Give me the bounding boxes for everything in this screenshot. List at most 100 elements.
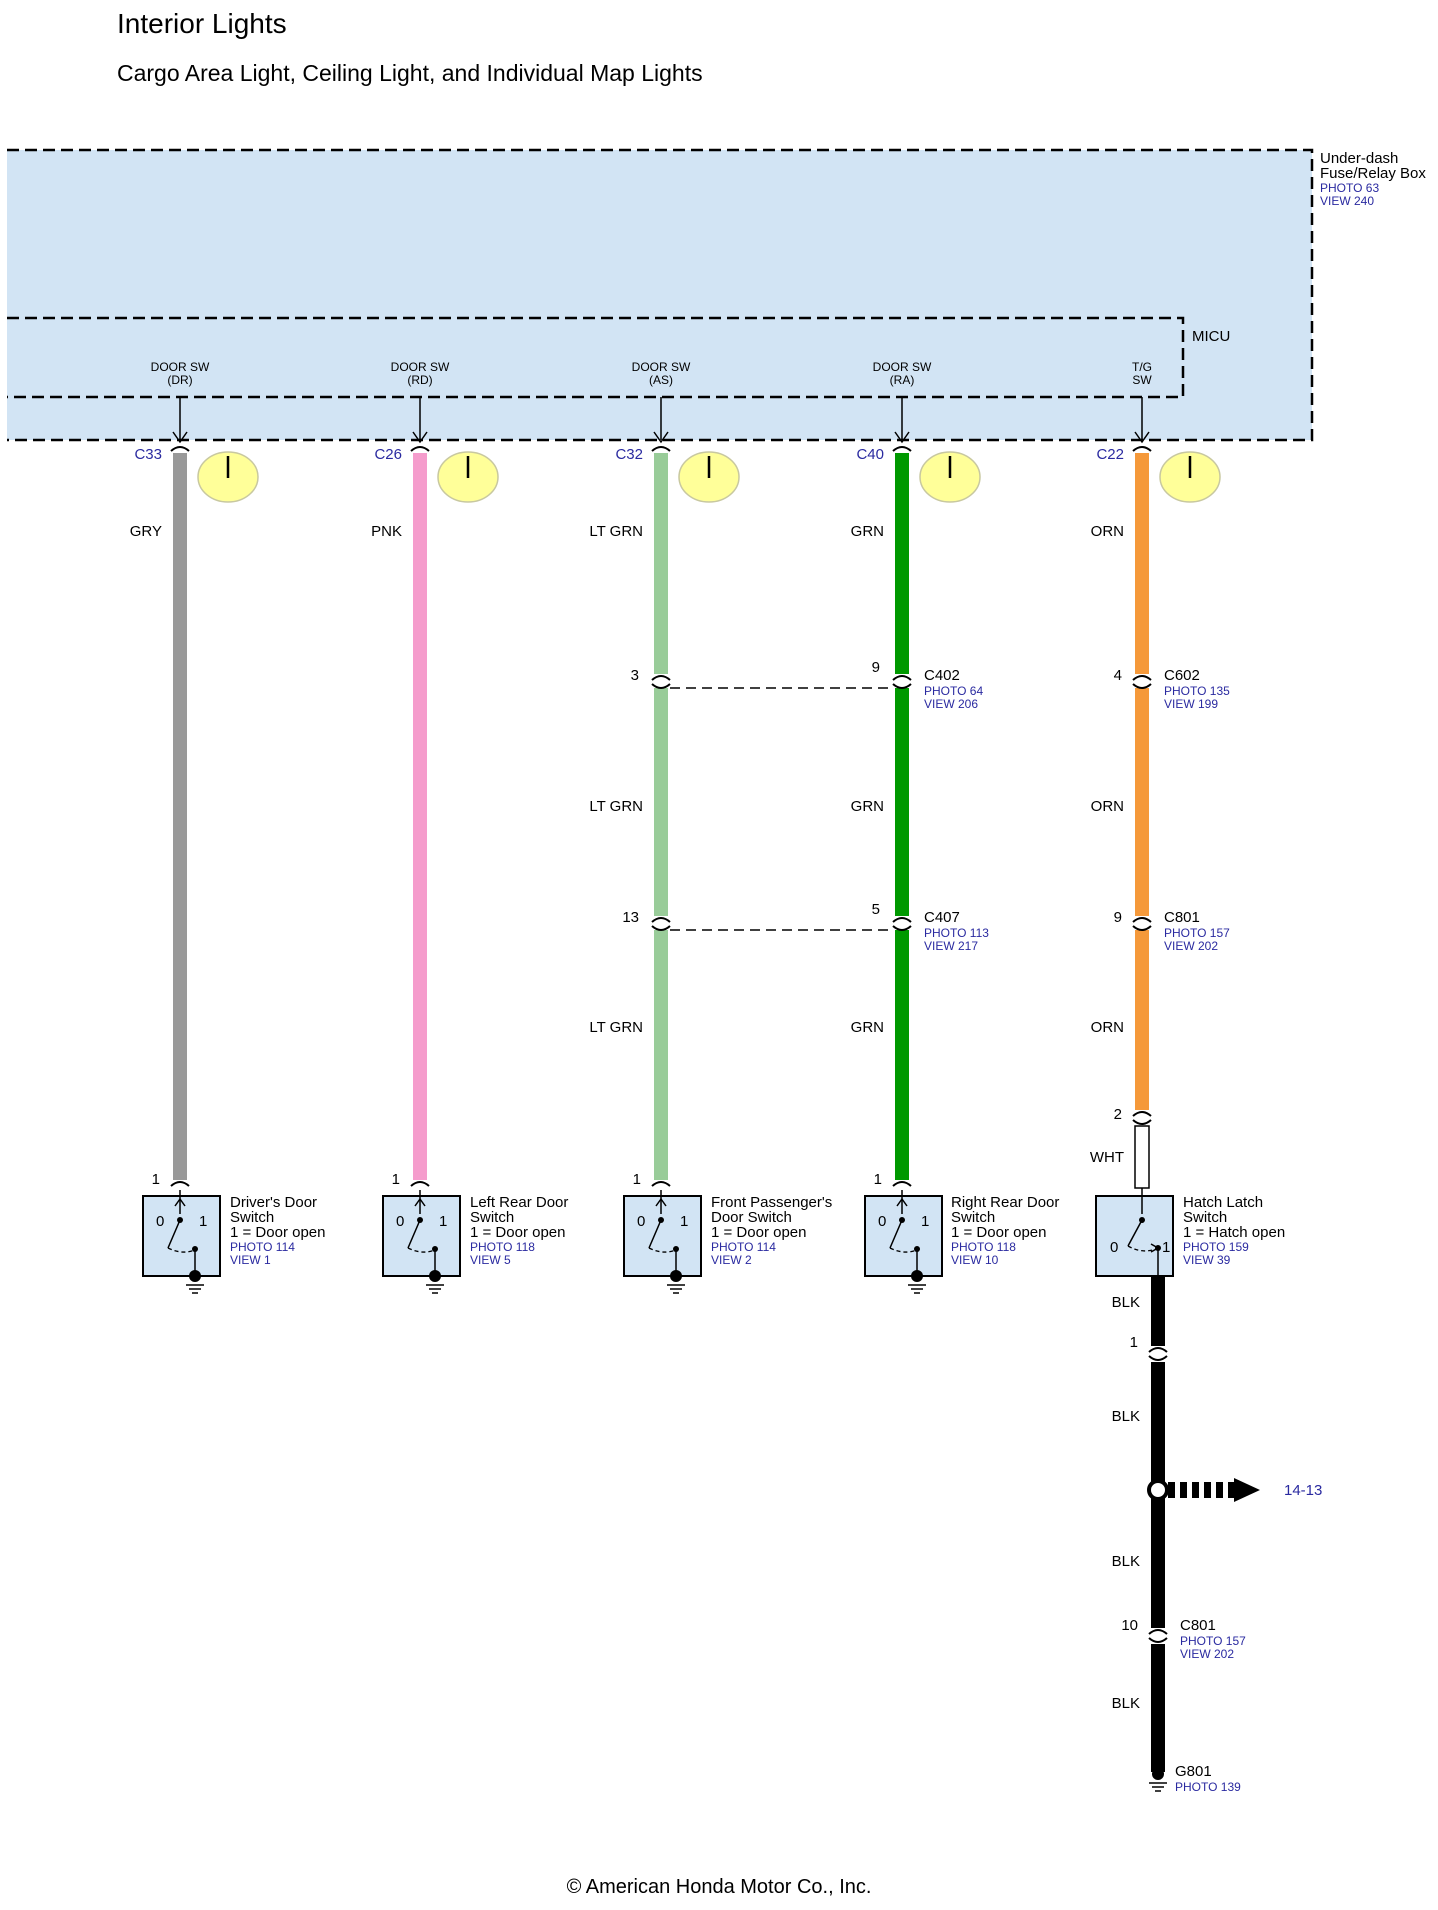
c801-top-mark-top: [1132, 917, 1152, 923]
pin-arrow: [172, 431, 188, 444]
c407-mark-bottom: [651, 925, 671, 931]
circuit-right-rear-door: DOOR SW (RA) C40 GRN GRN GRN 9 C402 PHOT…: [851, 360, 1059, 1294]
micu-label: MICU: [1192, 328, 1230, 345]
copyright-footer: © American Honda Motor Co., Inc.: [566, 1876, 872, 1898]
switch-name-line1: Right Rear Door: [951, 1194, 1059, 1211]
fuse-box-label-line2: Fuse/Relay Box: [1320, 165, 1426, 182]
c407-pin: 5: [872, 901, 880, 918]
switch-state: 1 = Door open: [711, 1224, 807, 1241]
connector-mark: [170, 446, 190, 452]
switch-pos-0: 0: [156, 1213, 164, 1230]
ground-dot: [670, 1270, 682, 1282]
switch-view-ref: VIEW 5: [470, 1253, 511, 1267]
switch-view-ref: VIEW 2: [711, 1253, 752, 1267]
pin-label-line1: DOOR SW: [151, 360, 210, 374]
pin2-number: 2: [1114, 1106, 1122, 1123]
wire-blk-label-2: BLK: [1112, 1408, 1140, 1425]
c407-mark-top: [651, 917, 671, 923]
c801-bottom-mark-bottom: [1148, 1637, 1168, 1643]
pin2-mark-bottom: [1132, 1119, 1152, 1125]
pin-label-line2: (DR): [167, 373, 192, 387]
switch-connector-mark: [892, 1181, 912, 1187]
c602-mark-bottom: [1132, 683, 1152, 689]
pin-arrow: [894, 431, 910, 444]
pin-arrow: [1134, 431, 1150, 444]
switch-travel: [1127, 1245, 1157, 1252]
fuse-box-view-ref: VIEW 240: [1320, 194, 1374, 208]
switch-blade: [1127, 1219, 1143, 1247]
switch-name-line1: Driver's Door: [230, 1194, 317, 1211]
wire-blk-label-1: BLK: [1112, 1294, 1140, 1311]
c602-mark-top: [1132, 675, 1152, 681]
connector-id: C32: [615, 446, 643, 463]
c602-name: C602: [1164, 667, 1200, 684]
ground-dot: [189, 1270, 201, 1282]
switch-pos-1: 1: [199, 1213, 207, 1230]
wire-color-label-mid: GRN: [851, 798, 884, 815]
g801-photo-ref: PHOTO 139: [1175, 1780, 1241, 1794]
switch-blade: [407, 1219, 421, 1249]
wiring-diagram: Under-dash Fuse/Relay Box PHOTO 63 VIEW …: [7, 148, 1426, 1794]
wire-blk-label-4: BLK: [1112, 1695, 1140, 1712]
switch-state: 1 = Hatch open: [1183, 1224, 1285, 1241]
connector-mark: [892, 446, 912, 452]
pin-label-line2: SW: [1132, 373, 1152, 387]
c801-top-name: C801: [1164, 909, 1200, 926]
wire-wht: [1134, 1125, 1150, 1189]
switch-travel: [167, 1247, 196, 1253]
c801-top-mark-bottom: [1132, 925, 1152, 931]
switch-pos-1: 1: [1162, 1239, 1170, 1256]
splice-arrow-icon: [1234, 1478, 1260, 1502]
micu-box: MICU: [7, 316, 1230, 399]
switch-box: [142, 1195, 221, 1277]
wire-color-label-low: GRN: [851, 1019, 884, 1036]
wire-color-label-low: ORN: [1091, 1019, 1124, 1036]
connector-id: C33: [134, 446, 162, 463]
micu-border: [7, 316, 1185, 399]
blk-connector-1-mark-top: [1148, 1347, 1168, 1353]
switch-photo-ref: PHOTO 118: [470, 1240, 535, 1254]
switch-pin-number: 1: [392, 1171, 400, 1188]
switch-name-line2: Door Switch: [711, 1209, 792, 1226]
wire-color-label-top: GRN: [851, 523, 884, 540]
fuse-box-fill: [7, 150, 1312, 440]
switch-pos-1: 1: [680, 1213, 688, 1230]
switch-view-ref: VIEW 39: [1183, 1253, 1231, 1267]
pin-label-line1: T/G: [1132, 360, 1152, 374]
switch-box: [1095, 1195, 1174, 1277]
c801-bottom-photo-ref: PHOTO 157: [1180, 1634, 1246, 1648]
wire-color-label-mid: LT GRN: [589, 798, 643, 815]
ground-dot: [911, 1270, 923, 1282]
pin-arrow: [653, 431, 669, 444]
ground-g801-dot: [1152, 1768, 1164, 1780]
switch-state: 1 = Door open: [470, 1224, 566, 1241]
switch-arrow-icon: [896, 1197, 908, 1207]
c407-name: C407: [924, 909, 960, 926]
switch-photo-ref: PHOTO 114: [230, 1240, 295, 1254]
wire-color-label-low: LT GRN: [589, 1019, 643, 1036]
c602-pin: 4: [1114, 667, 1122, 684]
g801-name: G801: [1175, 1763, 1212, 1780]
switch-name-line2: Switch: [951, 1209, 995, 1226]
wire-color-label-top: ORN: [1091, 523, 1124, 540]
switch-blade: [167, 1219, 181, 1249]
switch-box: [623, 1195, 702, 1277]
c407-photo-ref: PHOTO 113: [924, 926, 989, 940]
wire-wht-label: WHT: [1090, 1149, 1124, 1166]
c801-bottom-view-ref: VIEW 202: [1180, 1647, 1234, 1661]
blk-connector-1-pin: 1: [1130, 1334, 1138, 1351]
wire-blk-label-3: BLK: [1112, 1553, 1140, 1570]
switch-travel: [648, 1247, 677, 1253]
connector-id: C40: [856, 446, 884, 463]
switch-connector-mark: [410, 1181, 430, 1187]
switch-view-ref: VIEW 1: [230, 1253, 271, 1267]
pin2-mark-top: [1132, 1111, 1152, 1117]
c602-view-ref: VIEW 199: [1164, 697, 1218, 711]
switch-arrow-icon: [655, 1197, 667, 1207]
fuse-box-label-line1: Under-dash: [1320, 150, 1398, 167]
switch-arrow-icon: [174, 1197, 186, 1207]
switch-pos-0: 0: [1110, 1239, 1118, 1256]
switch-name-line1: Left Rear Door: [470, 1194, 568, 1211]
switch-pin-number: 1: [633, 1171, 641, 1188]
switch-blade: [889, 1219, 903, 1249]
